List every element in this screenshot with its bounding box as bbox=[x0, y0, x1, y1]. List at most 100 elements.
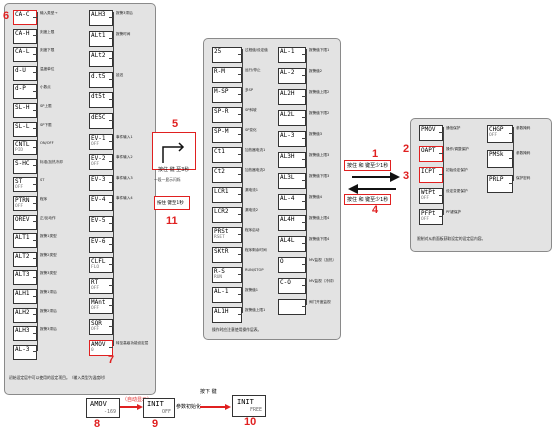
flow-connector bbox=[33, 165, 37, 167]
flow-connector bbox=[33, 332, 37, 334]
parameter-code: R-M bbox=[214, 68, 225, 75]
flow-connector bbox=[109, 223, 113, 224]
step8-bottom: -169 bbox=[103, 409, 116, 415]
flow-connector bbox=[238, 314, 242, 315]
flow-connector bbox=[238, 154, 242, 155]
parameter-code: PFPt bbox=[421, 210, 436, 217]
parameter-display: CA-C bbox=[13, 10, 37, 25]
parameter-code: S-HC bbox=[15, 159, 30, 167]
parameter-description: 延迟 bbox=[116, 72, 124, 77]
flow-connector bbox=[302, 264, 306, 265]
flow-connector bbox=[302, 138, 306, 139]
arrow-left-head bbox=[348, 184, 358, 194]
parameter-description: 事件输入1 bbox=[116, 134, 133, 139]
parameter-display: SP-R bbox=[212, 107, 242, 123]
flow-line bbox=[113, 12, 114, 346]
parameter-description: 报警值上限2 bbox=[309, 90, 330, 94]
parameter-code: ALH2 bbox=[15, 308, 30, 316]
parameter-code: AL4H bbox=[280, 216, 295, 223]
arrow-9-to-10 bbox=[200, 406, 226, 408]
parameter-display: d.t5 bbox=[89, 71, 113, 88]
parameter-description: SP下限 bbox=[40, 122, 52, 127]
step9-top: INIT bbox=[147, 400, 164, 408]
flow-connector bbox=[509, 158, 513, 159]
parameter-display: ALT1 bbox=[13, 233, 37, 249]
flow-connector bbox=[33, 258, 37, 260]
flow-connector bbox=[509, 133, 513, 134]
parameter-description: 程序启动 bbox=[245, 228, 260, 232]
panel2-footer: 操作时应注意使用操作层表。 bbox=[212, 327, 262, 332]
flow-connector bbox=[109, 78, 113, 80]
flow-connector bbox=[302, 222, 306, 223]
parameter-display: PMSk bbox=[487, 150, 513, 168]
level-change-icon bbox=[162, 142, 185, 163]
parameter-display: EV-5 bbox=[89, 216, 113, 232]
parameter-description: 刻度上限 bbox=[40, 29, 55, 34]
flow-connector bbox=[33, 314, 37, 316]
parameter-description: SP变化 bbox=[245, 128, 257, 132]
parameter-code: AL-4 bbox=[280, 195, 295, 202]
flow-connector bbox=[33, 16, 37, 18]
parameter-code: OREV bbox=[15, 215, 30, 223]
panel3-footer: 限制对从前面板获取设定的设定层内容。 bbox=[417, 236, 486, 241]
step8-arrow-label: （自动显示） bbox=[122, 397, 153, 403]
flow-connector bbox=[302, 54, 306, 55]
parameter-code: MAnt bbox=[91, 299, 106, 307]
parameter-description: 报警2滞后 bbox=[40, 308, 57, 313]
parameter-display: AL-1 bbox=[212, 287, 242, 303]
parameter-display: EV-3 bbox=[89, 174, 113, 191]
parameter-display: PRLP bbox=[487, 175, 513, 193]
parameter-code: LCR1 bbox=[214, 188, 229, 195]
flow-connector bbox=[33, 239, 37, 241]
parameter-display: EV-4 bbox=[89, 195, 113, 212]
parameter-code: ICPT bbox=[421, 168, 436, 175]
flow-connector bbox=[109, 161, 113, 163]
step10-display: INIT FREE bbox=[232, 395, 266, 417]
parameter-display: EV-6 bbox=[89, 236, 113, 253]
parameter-display: AL-2 bbox=[278, 68, 306, 84]
flow-connector bbox=[109, 284, 113, 286]
flow-connector bbox=[33, 90, 37, 92]
step5-sub: 一段一显示闪烁 bbox=[154, 177, 181, 182]
parameter-description: 通信保护 bbox=[446, 126, 461, 130]
parameter-display: Ct1 bbox=[212, 147, 242, 163]
parameter-description: 报警2类型 bbox=[40, 252, 57, 257]
step9-bottom: OFF bbox=[161, 409, 171, 415]
parameter-code: d-U bbox=[15, 66, 26, 74]
flow-connector bbox=[33, 146, 37, 148]
parameter-description: 报警值下限1 bbox=[309, 48, 330, 52]
parameter-display: C-O bbox=[278, 278, 306, 294]
parameter-description: 报警值4 bbox=[309, 195, 323, 199]
step-number-6: 6 bbox=[3, 10, 10, 22]
parameter-display: R-M bbox=[212, 67, 242, 83]
parameter-description: 事件输入4 bbox=[116, 196, 133, 201]
step-number-3: 3 bbox=[403, 170, 410, 182]
parameter-code: CHGP bbox=[489, 126, 504, 133]
parameter-value: PID bbox=[15, 148, 24, 154]
parameter-description: 小数点 bbox=[40, 85, 51, 90]
parameter-code: O bbox=[280, 258, 284, 265]
arrow-left bbox=[356, 188, 396, 190]
parameter-code: PTRN bbox=[15, 197, 30, 204]
parameter-code: AL4L bbox=[280, 237, 295, 244]
parameter-description: 初始设定保护 bbox=[446, 168, 468, 172]
step-number-8: 8 bbox=[94, 418, 101, 430]
flow-connector bbox=[238, 274, 242, 275]
parameter-display: d-U bbox=[13, 65, 37, 81]
parameter-code: AL-2 bbox=[280, 69, 295, 76]
arrow-right-head bbox=[390, 172, 400, 182]
parameter-value: OFF bbox=[421, 196, 430, 201]
parameter-code: EV-4 bbox=[91, 196, 106, 204]
parameter-description: 报警值下限4 bbox=[309, 237, 330, 241]
flow-connector bbox=[33, 351, 37, 353]
parameter-description: 报警值下限3 bbox=[309, 174, 330, 178]
parameter-display: AL4L bbox=[278, 236, 306, 252]
parameter-code: PRSt bbox=[214, 228, 229, 235]
